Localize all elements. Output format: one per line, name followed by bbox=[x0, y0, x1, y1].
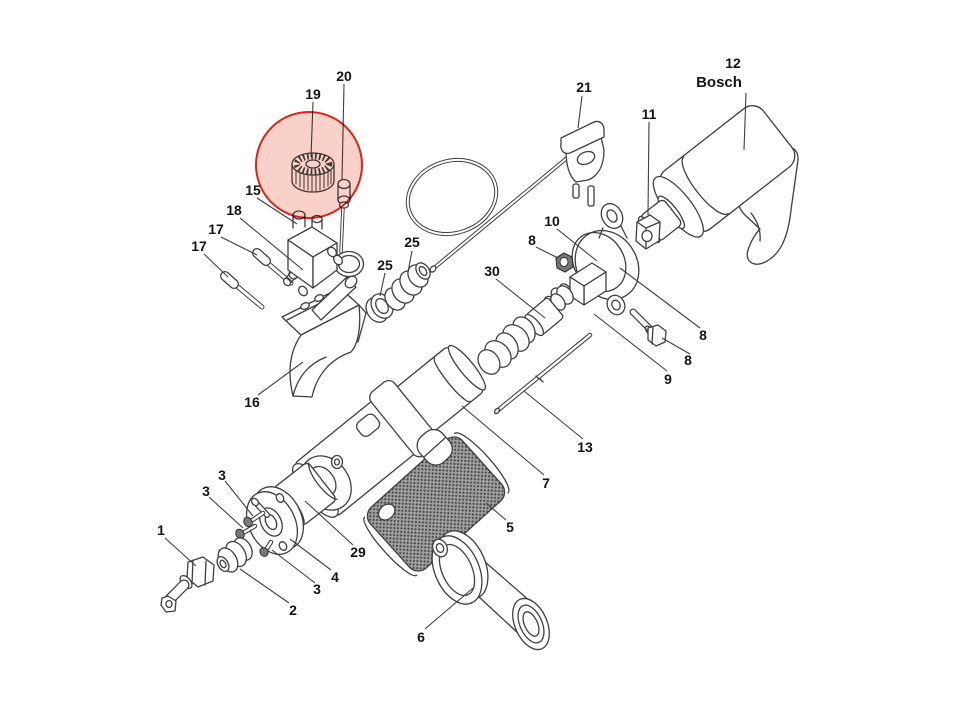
part-label-13: 13 bbox=[577, 439, 593, 455]
part-label-8a: 8 bbox=[528, 232, 536, 248]
part-label-21: 21 bbox=[576, 79, 592, 95]
part-label-1: 1 bbox=[157, 522, 165, 538]
part-11-nut bbox=[635, 214, 661, 250]
part-25-washer bbox=[365, 293, 394, 323]
part-25-bushing bbox=[384, 262, 431, 311]
part-label-8c: 8 bbox=[684, 352, 692, 368]
part-12-motor-body bbox=[637, 105, 799, 265]
part-label-17a: 17 bbox=[208, 221, 224, 237]
part-label-5: 5 bbox=[506, 519, 514, 535]
part-10-flange-housing bbox=[571, 202, 640, 316]
part-label-3b: 3 bbox=[202, 483, 210, 499]
highlight-circle bbox=[255, 111, 363, 219]
part-label-3a: 3 bbox=[218, 467, 226, 483]
part-13-rod bbox=[493, 332, 593, 415]
callout-labels: 19 20 15 18 17 17 16 25 25 30 21 11 12 B… bbox=[157, 55, 742, 645]
part-5-mesh-guard bbox=[363, 428, 510, 577]
part-label-15: 15 bbox=[245, 182, 261, 198]
part-label-16: 16 bbox=[244, 394, 260, 410]
part-17-pins bbox=[220, 248, 294, 310]
part-8-bolt bbox=[629, 308, 667, 347]
part-label-25b: 25 bbox=[404, 234, 420, 250]
part-30-worm-shaft bbox=[477, 285, 574, 375]
part-label-11: 11 bbox=[642, 106, 657, 122]
part-6-handle bbox=[431, 530, 550, 651]
part-label-25a: 25 bbox=[377, 257, 393, 273]
brand-label: Bosch bbox=[696, 74, 742, 91]
part-label-29: 29 bbox=[350, 544, 366, 560]
part-3-screws bbox=[235, 510, 274, 557]
part-label-9: 9 bbox=[664, 371, 672, 387]
part-label-12: 12 bbox=[725, 55, 741, 71]
part-label-6: 6 bbox=[417, 629, 425, 645]
part-label-4: 4 bbox=[331, 569, 339, 585]
part-label-30: 30 bbox=[484, 263, 500, 279]
part-1-bolt bbox=[160, 556, 215, 613]
part-label-19: 19 bbox=[305, 86, 321, 102]
part-label-18: 18 bbox=[226, 202, 242, 218]
part-2-bushing bbox=[216, 537, 253, 573]
part-label-10: 10 bbox=[544, 213, 560, 229]
part-label-20: 20 bbox=[336, 68, 352, 84]
part-4-disc bbox=[245, 486, 305, 555]
valve-tube-and-oring bbox=[311, 250, 365, 321]
part-21-plug-cable bbox=[405, 120, 605, 273]
part-label-7: 7 bbox=[542, 475, 550, 491]
part-8-nut bbox=[555, 252, 574, 273]
part-label-17b: 17 bbox=[191, 238, 207, 254]
part-label-2: 2 bbox=[289, 602, 297, 618]
part-label-8b: 8 bbox=[699, 327, 707, 343]
part-label-3c: 3 bbox=[313, 581, 321, 597]
